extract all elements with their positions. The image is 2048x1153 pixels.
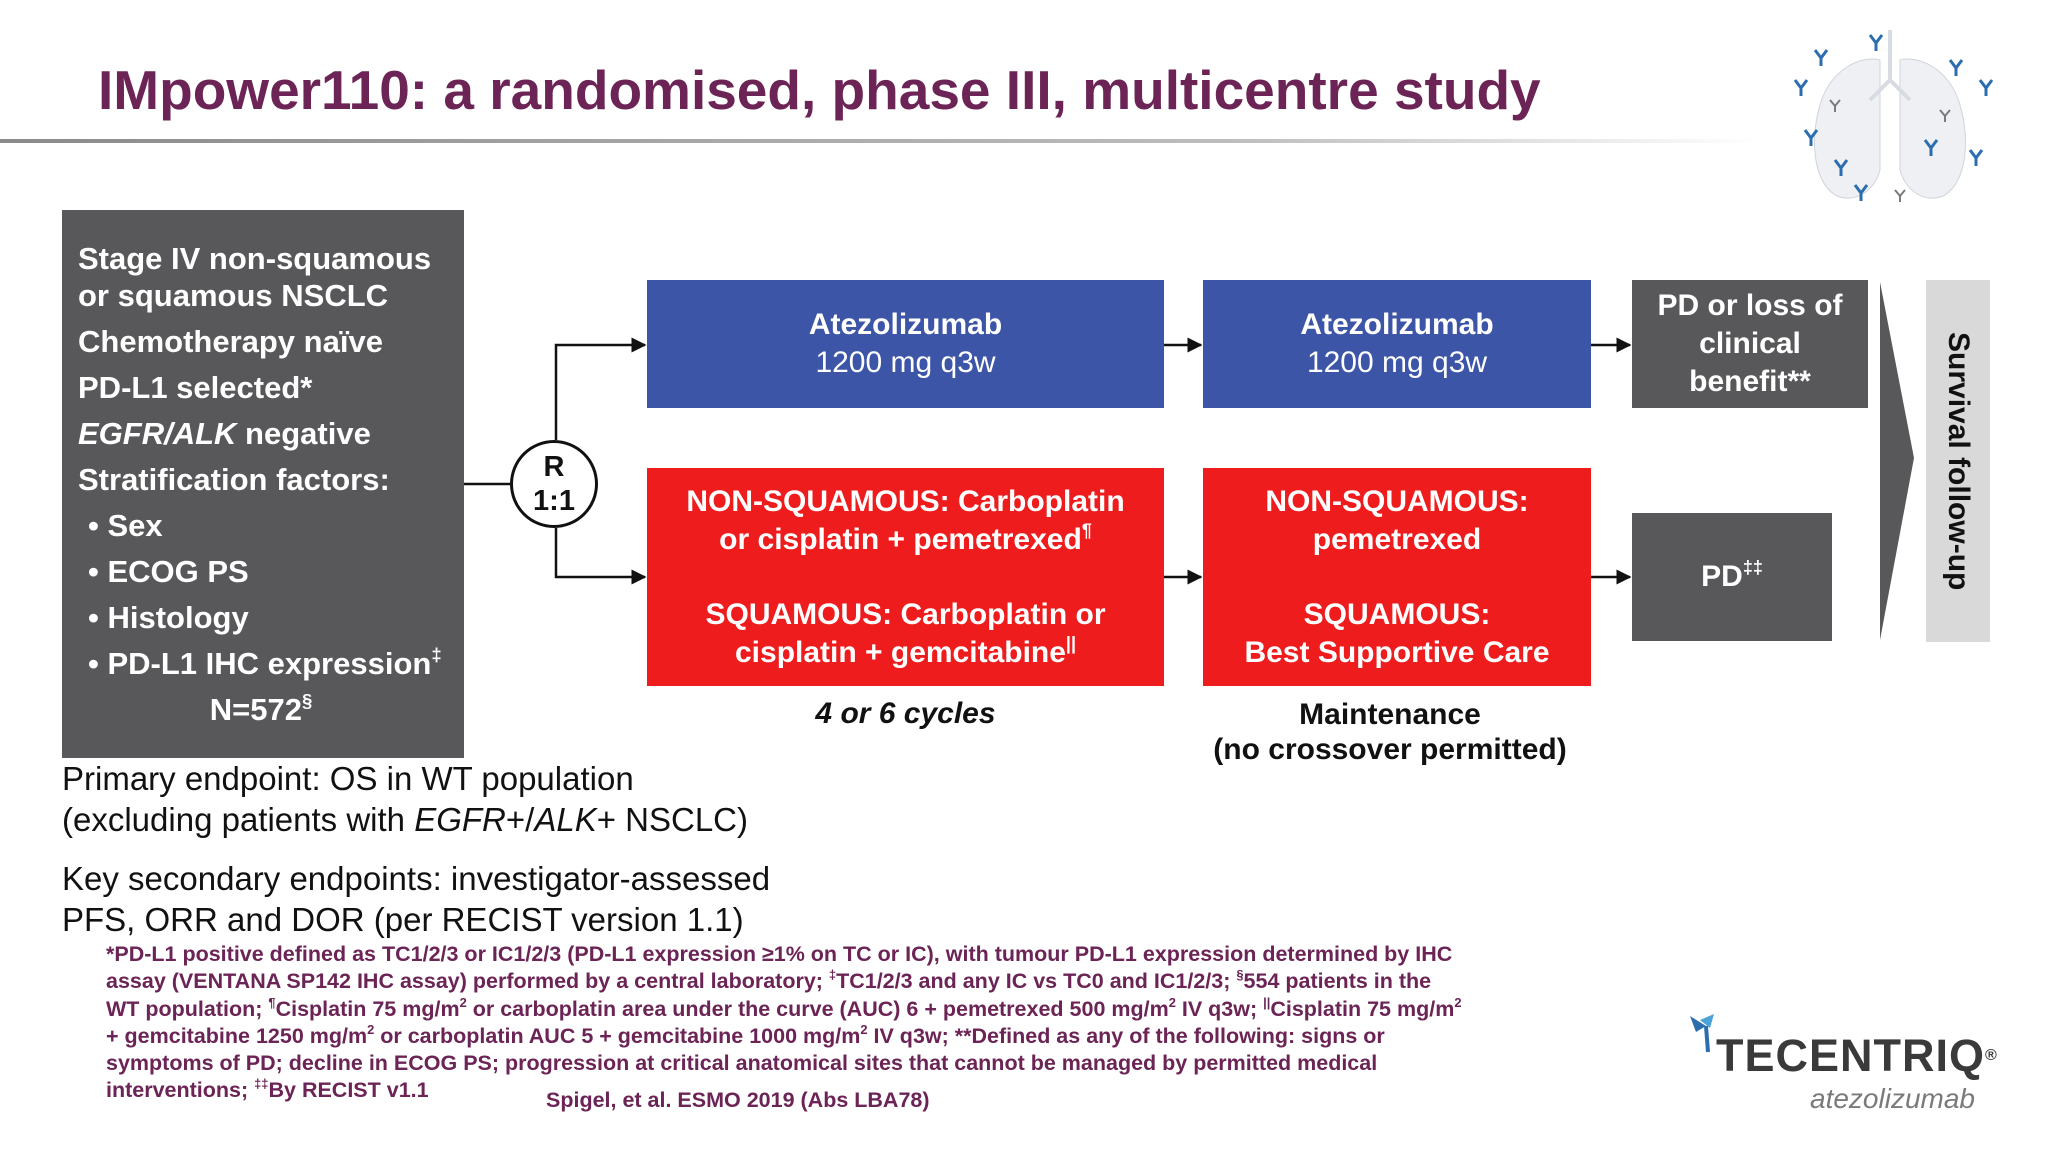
arrow-rand-to-chemo: [554, 528, 647, 585]
chemo-maint-sq-2: Best Supportive Care: [1244, 635, 1550, 669]
criteria-histology: or squamous NSCLC: [78, 278, 389, 313]
tecentriq-logo-icon: [1690, 1014, 1714, 1053]
secondary-endpoint-2: PFS, ORR and DOR (per RECIST version 1.1…: [62, 901, 744, 938]
pd-loss-line3: benefit**: [1689, 365, 1811, 398]
strat-sex: • Sex: [88, 508, 163, 543]
endpoints: Primary endpoint: OS in WT population (e…: [62, 758, 770, 940]
chemo-maint-nonsq-2: pemetrexed: [1312, 522, 1482, 556]
title-divider: [0, 139, 1760, 143]
atezo-induction-drug: Atezolizumab: [808, 308, 1003, 341]
footnote-line: + gemcitabine 1250 mg/m2 or carboplatin …: [106, 1021, 1385, 1048]
pd-label: PD‡‡: [1701, 557, 1763, 593]
survival-bar: [1926, 280, 1990, 642]
secondary-endpoint-1: Key secondary endpoints: investigator-as…: [62, 860, 771, 897]
chemo-induction-sq-2: cisplatin + gemcitabine||: [734, 632, 1076, 669]
citation: Spigel, et al. ESMO 2019 (Abs LBA78): [546, 1088, 930, 1112]
chemo-induction-box: NON-SQUAMOUS: Carboplatin or cisplatin +…: [647, 468, 1164, 686]
footnote-line: *PD-L1 positive defined as TC1/2/3 or IC…: [106, 942, 1453, 966]
criteria-stratification: Stratification factors:: [78, 462, 390, 497]
survival-follow-up: Survival follow-up: [1942, 331, 1975, 591]
chemo-induction-nonsq-1: NON-SQUAMOUS: Carboplatin: [686, 484, 1125, 518]
chemo-induction-nonsq-2: or cisplatin + pemetrexed¶: [719, 519, 1092, 556]
atezolizumab-induction-box: Atezolizumab 1200 mg q3w: [647, 280, 1164, 408]
criteria-stage: Stage IV non-squamous: [78, 241, 432, 276]
lung-illustration-icon: [1793, 30, 1994, 202]
rand-label: R: [543, 451, 565, 483]
atezolizumab-maintenance-box: Atezolizumab 1200 mg q3w: [1203, 280, 1591, 408]
induction-cycles-label: 4 or 6 cycles: [815, 697, 996, 730]
slide-title: IMpower110: a randomised, phase III, mul…: [98, 59, 1541, 121]
sample-size: N=572§: [209, 689, 313, 727]
chemo-maint-sq-1: SQUAMOUS:: [1303, 597, 1491, 631]
pd-loss-line2: clinical: [1699, 327, 1801, 360]
inclusion-criteria-box: Stage IV non-squamous or squamous NSCLC …: [62, 210, 464, 758]
criteria-egfr-alk: EGFR/ALK negative: [78, 416, 371, 451]
chemo-maint-nonsq-1: NON-SQUAMOUS:: [1265, 484, 1529, 518]
footnote-line: symptoms of PD; decline in ECOG PS; prog…: [106, 1051, 1378, 1076]
pd-loss-box: PD or loss of clinical benefit**: [1632, 280, 1868, 408]
chevron-right-icon: [1880, 282, 1914, 640]
chemo-maintenance-box: NON-SQUAMOUS: pemetrexed SQUAMOUS: Best …: [1203, 468, 1591, 686]
rand-ratio: 1:1: [533, 485, 575, 517]
maintenance-label: Maintenance (no crossover permitted): [1213, 698, 1567, 766]
pd-loss-line1: PD or loss of: [1657, 289, 1843, 322]
arrow-rand-to-atezo: [554, 337, 647, 440]
primary-endpoint-2: (excluding patients with EGFR+/ALK+ NSCL…: [62, 801, 748, 838]
strat-histology: • Histology: [88, 600, 249, 635]
chemo-induction-sq-1: SQUAMOUS: Carboplatin or: [705, 597, 1106, 631]
brand-name: TECENTRIQ®: [1716, 1030, 1998, 1081]
criteria-pdl1: PD-L1 selected*: [78, 370, 313, 405]
randomisation-circle: R 1:1: [510, 440, 598, 528]
atezo-induction-dose: 1200 mg q3w: [815, 346, 996, 379]
footnote-line: WT population; ¶Cisplatin 75 mg/m2 or ca…: [106, 994, 1462, 1021]
atezo-maintenance-dose: 1200 mg q3w: [1306, 346, 1488, 379]
primary-endpoint-1: Primary endpoint: OS in WT population: [62, 760, 634, 797]
strat-ecog: • ECOG PS: [88, 554, 249, 589]
brand-generic-name: atezolizumab: [1810, 1083, 1975, 1114]
footnote-line: interventions; ‡‡By RECIST v1.1: [106, 1076, 429, 1103]
criteria-chemo-naive: Chemotherapy naïve: [78, 324, 383, 359]
strat-pdl1-ihc: • PD-L1 IHC expression‡: [88, 643, 442, 681]
footnote: *PD-L1 positive defined as TC1/2/3 or IC…: [106, 941, 1566, 1105]
atezo-maintenance-drug: Atezolizumab: [1300, 308, 1494, 341]
pd-box: PD‡‡: [1632, 513, 1832, 641]
footnote-line: assay (VENTANA SP142 IHC assay) performe…: [106, 967, 1432, 994]
